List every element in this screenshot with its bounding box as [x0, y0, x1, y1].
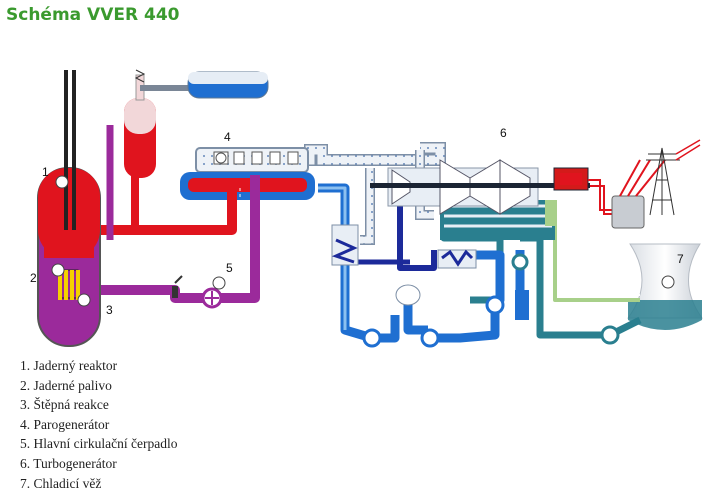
legend-num: 3. [20, 397, 31, 413]
label-4: 4 [224, 130, 231, 144]
power-pylon [646, 139, 701, 216]
label-7: 7 [677, 252, 684, 266]
legend-num: 1. [20, 358, 31, 373]
turbogenerator [370, 159, 590, 215]
heaters [331, 224, 529, 320]
marker-2 [51, 263, 65, 277]
transformer [588, 159, 666, 229]
main-circulation-pump [172, 275, 223, 309]
legend-text: Hlavní cirkulační čerpadlo [33, 436, 178, 452]
legend-text: Turbogenerátor [33, 455, 117, 471]
marker-3 [77, 293, 91, 307]
diagram-background [8, 56, 703, 356]
label-2: 2 [30, 271, 37, 285]
legend-text: Chladicí věž [33, 475, 102, 491]
marker-1 [55, 175, 69, 189]
label-5: 5 [226, 261, 233, 275]
feedwater-pumps [362, 253, 620, 348]
label-1: 1 [42, 165, 49, 179]
legend-text: Jaderné palivo [33, 377, 112, 393]
pressurizer [124, 69, 269, 178]
steam-generator [180, 147, 315, 200]
legend: 1. Jaderný reaktor 2. Jaderné palivo 3. … [20, 356, 177, 493]
fuel-rods [58, 270, 80, 300]
diagram-number-labels: 1 2 3 4 5 6 7 [30, 126, 684, 317]
legend-num: 2. [20, 377, 31, 393]
legend-item: 2. Jaderné palivo [20, 376, 177, 396]
page-title: Schéma VVER 440 [6, 5, 180, 25]
legend-item: 5. Hlavní cirkulační čerpadlo [20, 434, 177, 454]
legend-item: 3. Štěpná reakce [20, 395, 177, 415]
legend-text: Štěpná reakce [33, 397, 109, 413]
label-3: 3 [106, 303, 113, 317]
legend-item: 4. Parogenerátor [20, 415, 177, 435]
legend-item: 1. Jaderný reaktor [20, 356, 177, 376]
legend-num: 5. [20, 436, 31, 452]
marker-7 [661, 275, 675, 289]
legend-item: 7. Chladicí věž [20, 474, 177, 494]
label-6: 6 [500, 126, 507, 140]
legend-num: 7. [20, 475, 31, 491]
legend-text: Jaderný reaktor [33, 358, 118, 373]
legend-text: Parogenerátor [33, 416, 110, 432]
legend-num: 6. [20, 455, 31, 471]
marker-5 [212, 276, 226, 290]
legend-item: 6. Turbogenerátor [20, 454, 177, 474]
legend-num: 4. [20, 416, 31, 432]
